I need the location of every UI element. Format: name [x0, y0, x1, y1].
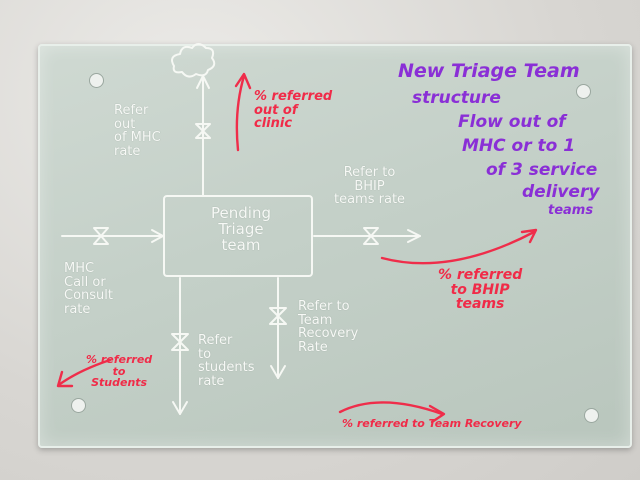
- board-title-line5: of 3 service: [486, 160, 598, 180]
- flow-label-refer-out: Refer out of MHC rate: [114, 103, 161, 159]
- arrow-icon: [234, 72, 252, 90]
- arrow-icon: [196, 75, 210, 89]
- valve-icon: [195, 123, 211, 139]
- arrow-icon: [56, 370, 74, 388]
- glass-whiteboard: [38, 44, 632, 448]
- red-arrow-bhip: [380, 230, 536, 265]
- board-title-line6: delivery: [522, 182, 600, 202]
- valve-icon: [93, 227, 109, 245]
- flow-label-refer-recovery: Refer to Team Recovery Rate: [298, 299, 359, 355]
- board-title-line2: structure: [412, 88, 501, 108]
- arrow-icon: [172, 401, 188, 415]
- flow-label-refer-bhip: Refer to BHIP teams rate: [334, 165, 406, 208]
- board-title-line1: New Triage Team: [398, 60, 580, 82]
- annotation-referred-out: % referred out of clinic: [254, 89, 333, 132]
- valve-icon: [171, 333, 189, 351]
- flow-label-mhc-call: MHC Call or Consult rate: [64, 261, 113, 317]
- annotation-referred-bhip: % referred to BHIP teams: [438, 267, 523, 313]
- mounting-hole-icon: [584, 408, 599, 423]
- mounting-hole-icon: [576, 84, 591, 99]
- cloud-sink-icon: [171, 43, 216, 78]
- valve-icon: [269, 307, 287, 325]
- mounting-hole-icon: [89, 73, 104, 88]
- board-title-line4: MHC or to 1: [462, 136, 576, 156]
- annotation-referred-recovery: % referred to Team Recovery: [342, 417, 522, 430]
- board-title-line3: Flow out of: [458, 112, 566, 132]
- annotation-referred-students: % referred to Students: [86, 353, 153, 390]
- red-arrow-out-of-clinic: [235, 74, 246, 152]
- arrow-icon: [428, 404, 446, 424]
- stock-label-pending-triage: Pending Triage team: [211, 204, 271, 254]
- arrow-icon: [407, 229, 421, 243]
- mounting-hole-icon: [71, 398, 86, 413]
- red-arrow-students: [58, 358, 112, 386]
- flow-label-refer-students: Refer to students rate: [198, 333, 255, 389]
- board-title-line7: teams: [548, 203, 594, 218]
- red-arrow-recovery: [338, 401, 444, 416]
- valve-icon: [363, 227, 379, 245]
- arrow-icon: [151, 229, 164, 243]
- arrow-icon: [270, 365, 286, 379]
- arrow-icon: [520, 228, 538, 244]
